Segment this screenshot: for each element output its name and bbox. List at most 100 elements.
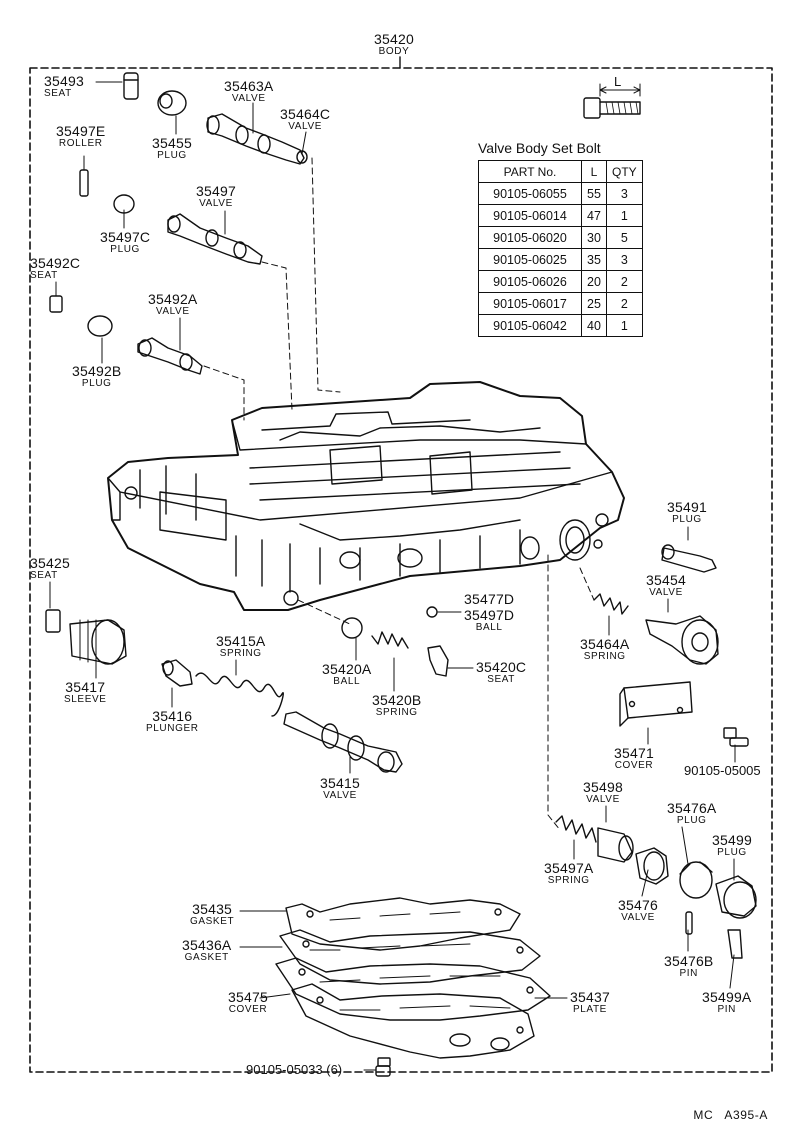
part-label-35477d: 35477D: [464, 591, 515, 607]
cell-length: 30: [581, 226, 607, 249]
part-35476-valve: [635, 847, 669, 885]
part-35497c-plug: [113, 194, 135, 214]
cell-length: 35: [581, 248, 607, 271]
part-35420a-ball: [341, 617, 363, 639]
bolt-90105-05033: [375, 1057, 391, 1077]
cell-qty: 1: [606, 204, 643, 227]
cell-part-no: 90105-06026: [478, 270, 582, 293]
part-35476b-pin: [685, 911, 693, 935]
cell-qty: 1: [606, 314, 643, 337]
part-35415a-spring: [195, 672, 284, 717]
cell-length: 55: [581, 182, 607, 205]
bolt-table-title: Valve Body Set Bolt: [478, 140, 601, 156]
part-35471-cover: [619, 681, 693, 727]
table-row: 90105-06017 25 2: [478, 292, 643, 315]
cell-qty: 5: [606, 226, 643, 249]
cell-length: 20: [581, 270, 607, 293]
bolt-icon: [583, 83, 641, 119]
part-35477d-ball: [426, 606, 438, 618]
bolt-label-90105-05005: 90105-05005: [684, 763, 761, 778]
cell-qty: 3: [606, 182, 643, 205]
leader-lines: [49, 81, 736, 1071]
part-35464a-spring: [593, 593, 629, 615]
cell-length: 25: [581, 292, 607, 315]
part-35497a-spring: [555, 815, 597, 843]
cell-length: 47: [581, 204, 607, 227]
part-35417-sleeve: [69, 619, 127, 665]
part-35497e-roller: [79, 169, 89, 197]
table-row: 90105-06014 47 1: [478, 204, 643, 227]
catalog-code: MC A395-A: [693, 1108, 768, 1122]
table-row: 90105-06025 35 3: [478, 248, 643, 271]
cell-qty: 2: [606, 292, 643, 315]
bolt-table-header: PART No. L QTY: [478, 160, 643, 183]
table-row: 90105-06042 40 1: [478, 314, 643, 337]
part-35492c-seat: [49, 295, 63, 313]
cell-qty: 2: [606, 270, 643, 293]
bolt-table-grid: PART No. L QTY 90105-06055 55 3 90105-06…: [478, 160, 643, 337]
length-marker: L: [614, 74, 622, 89]
valve-body-casting: [107, 381, 625, 611]
cell-part-no: 90105-06055: [478, 182, 582, 205]
gasket-plate-stack: [275, 897, 551, 1059]
cell-part-no: 90105-06025: [478, 248, 582, 271]
part-35416-plunger: [161, 659, 193, 687]
header-length: L: [581, 160, 607, 183]
cell-qty: 3: [606, 248, 643, 271]
part-35463a-valve: [206, 113, 305, 165]
part-35491-plug: [661, 544, 717, 573]
body-boundary: [29, 67, 773, 1073]
part-35499a-pin: [727, 929, 743, 959]
part-35493-seat: [123, 72, 139, 100]
part-35454-valve: [645, 615, 719, 665]
part-35476a-plug: [679, 861, 713, 899]
part-35464c-valve: [296, 150, 308, 164]
valve-body-set-bolt-table: Valve Body Set Bolt PART No. L QTY 90105…: [478, 140, 643, 337]
cell-part-no: 90105-06042: [478, 314, 582, 337]
cell-part-no: 90105-06017: [478, 292, 582, 315]
part-35420b-spring: [371, 631, 409, 649]
cell-part-no: 90105-06014: [478, 204, 582, 227]
part-35499-plug: [715, 875, 757, 919]
part-35492a-valve: [137, 337, 203, 375]
header-part-no: PART No.: [478, 160, 582, 183]
part-35455-plug: [157, 90, 187, 116]
table-row: 90105-06020 30 5: [478, 226, 643, 249]
table-row: 90105-06026 20 2: [478, 270, 643, 293]
bolt-90105-05005: [723, 727, 749, 747]
bolt-label-90105-05033: 90105-05033 (6): [246, 1062, 343, 1077]
